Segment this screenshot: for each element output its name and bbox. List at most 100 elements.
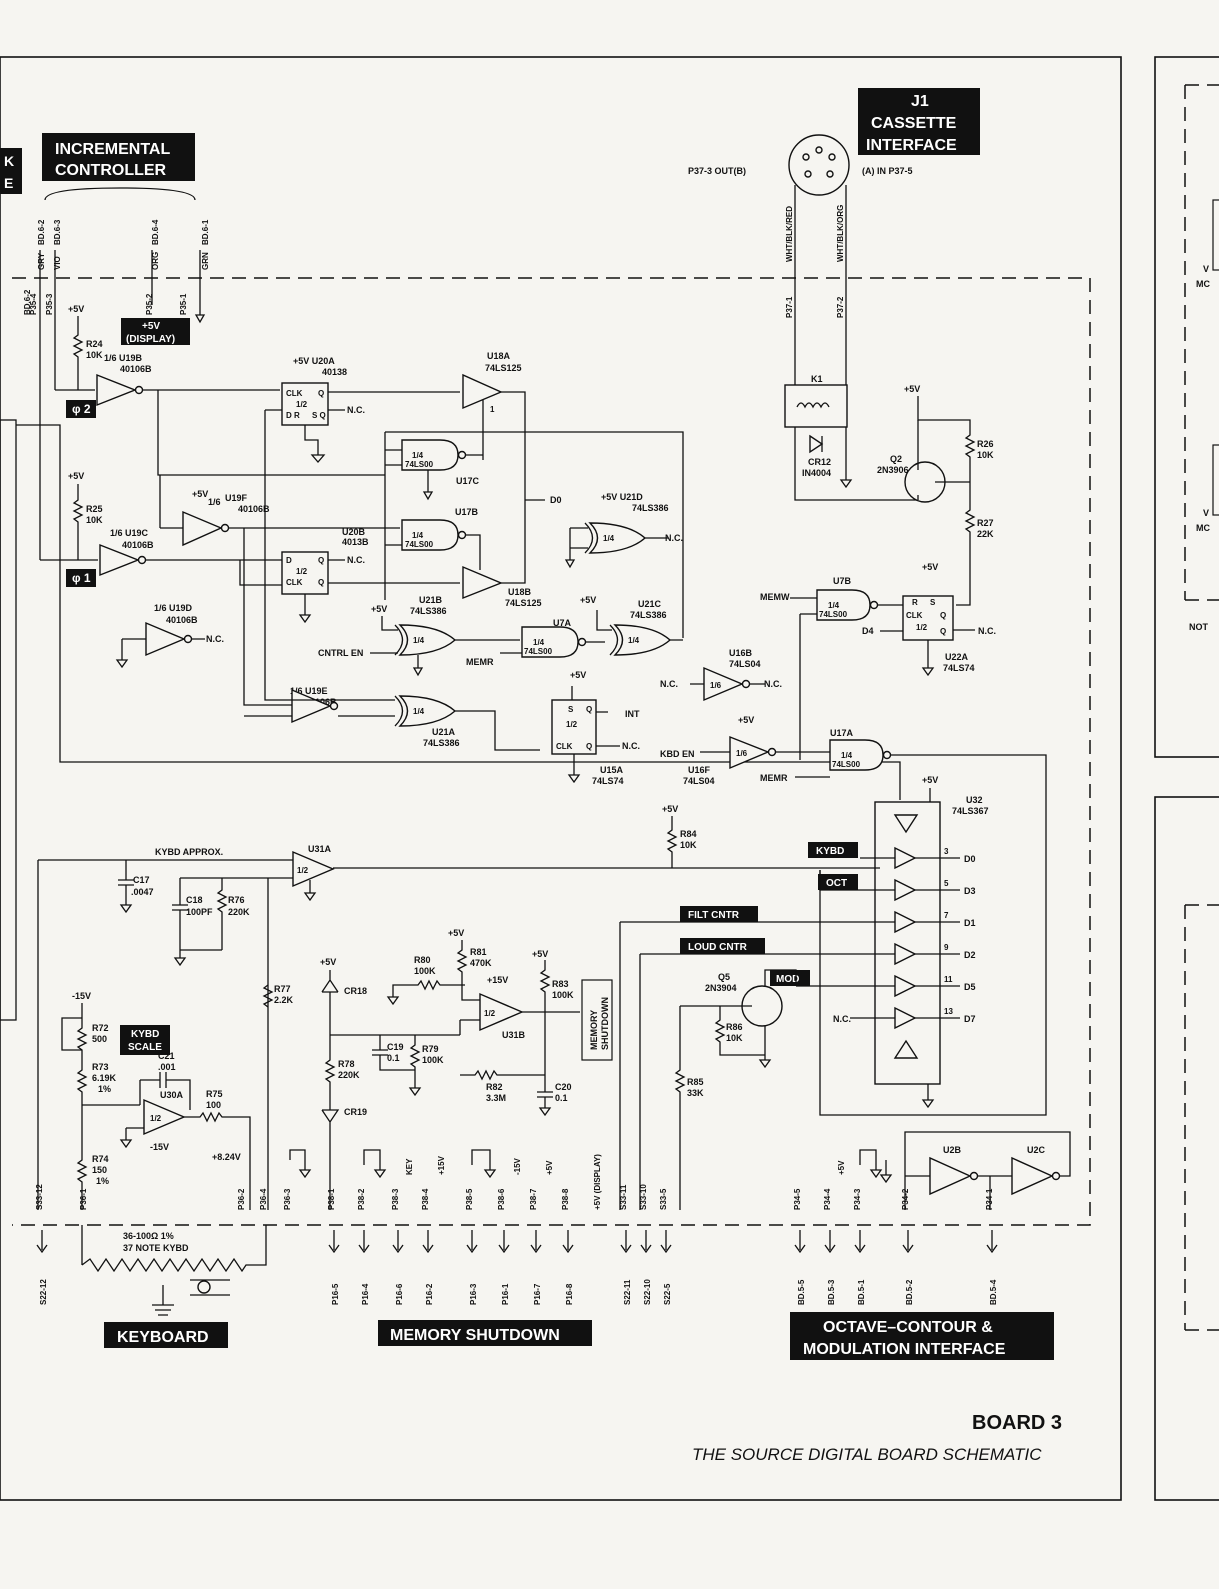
svg-text:P16-4: P16-4 xyxy=(361,1283,370,1305)
svg-text:0.1: 0.1 xyxy=(555,1093,568,1103)
svg-text:INTERFACE: INTERFACE xyxy=(866,137,957,154)
svg-text:40106B: 40106B xyxy=(166,615,198,625)
svg-text:BD.5-4: BD.5-4 xyxy=(989,1279,998,1305)
svg-text:U7B: U7B xyxy=(833,576,852,586)
u20b-flipflop xyxy=(281,551,329,595)
svg-text:N.C.: N.C. xyxy=(764,679,782,689)
svg-text:P38-3: P38-3 xyxy=(391,1188,400,1210)
svg-text:2.2K: 2.2K xyxy=(274,995,294,1005)
svg-text:-15V: -15V xyxy=(513,1157,522,1175)
svg-text:R84: R84 xyxy=(680,829,697,839)
svg-text:P34-1: P34-1 xyxy=(985,1188,994,1210)
u21b-xor xyxy=(398,624,457,656)
svg-text:100PF: 100PF xyxy=(186,907,213,917)
memory-shutdown-label-box xyxy=(581,979,613,1061)
svg-text:74LS00: 74LS00 xyxy=(832,760,861,769)
svg-text:KYBD APPROX.: KYBD APPROX. xyxy=(155,847,223,857)
svg-text:BD.6-2: BD.6-2 xyxy=(23,289,32,315)
svg-text:KBD EN: KBD EN xyxy=(660,749,695,759)
incremental-controller-box xyxy=(42,133,195,181)
svg-text:100K: 100K xyxy=(552,990,574,1000)
svg-text:R74: R74 xyxy=(92,1154,109,1164)
u2c-inverter xyxy=(1011,1156,1054,1196)
svg-text:1/6: 1/6 xyxy=(736,749,748,758)
svg-text:1/4: 1/4 xyxy=(841,751,853,760)
svg-text:500: 500 xyxy=(92,1034,107,1044)
svg-text:3.3M: 3.3M xyxy=(486,1093,506,1103)
svg-text:BD.6-3: BD.6-3 xyxy=(53,219,62,245)
svg-text:CLK: CLK xyxy=(286,578,303,587)
right-frame-top xyxy=(1154,56,1219,758)
svg-text:.0047: .0047 xyxy=(131,887,154,897)
right-cut-1: V xyxy=(1203,264,1209,274)
right-cut-2: MC xyxy=(1196,279,1210,289)
u2b-inverter xyxy=(929,1156,972,1196)
cassette-interface-box xyxy=(858,88,980,155)
svg-text:10K: 10K xyxy=(86,515,103,525)
svg-text:S22-11: S22-11 xyxy=(623,1279,632,1305)
svg-text:+5V: +5V xyxy=(448,928,464,938)
phi1-tag xyxy=(66,569,96,587)
svg-text:+5V: +5V xyxy=(371,604,387,614)
svg-text:BD.6-4: BD.6-4 xyxy=(151,219,160,245)
svg-text:1/2: 1/2 xyxy=(296,400,308,409)
svg-text:P36-4: P36-4 xyxy=(259,1188,268,1210)
kybd-scale-tag xyxy=(120,1025,170,1055)
svg-text:LOUD CNTR: LOUD CNTR xyxy=(688,942,748,953)
svg-text:74LS125: 74LS125 xyxy=(505,598,542,608)
svg-text:OCTAVE–CONTOUR &: OCTAVE–CONTOUR & xyxy=(823,1319,993,1336)
svg-text:3: 3 xyxy=(944,847,949,856)
svg-text:S Q: S Q xyxy=(312,411,326,420)
svg-text:CLK: CLK xyxy=(286,389,303,398)
oct-tag xyxy=(818,874,858,890)
svg-text:1/2: 1/2 xyxy=(150,1114,162,1123)
svg-text:MOD: MOD xyxy=(776,974,799,985)
svg-text:Q: Q xyxy=(940,611,946,620)
svg-text:+5V U20A: +5V U20A xyxy=(293,356,335,366)
right-cut-3: V xyxy=(1203,508,1209,518)
svg-text:33K: 33K xyxy=(687,1088,704,1098)
svg-text:MEMW: MEMW xyxy=(760,592,790,602)
svg-text:1%: 1% xyxy=(98,1084,111,1094)
svg-text:KYBD: KYBD xyxy=(131,1029,159,1040)
left-cut-k: K xyxy=(4,153,14,169)
svg-text:U15A: U15A xyxy=(600,765,624,775)
u21d-xor xyxy=(588,522,647,554)
svg-text:Q: Q xyxy=(318,389,324,398)
main-frame xyxy=(0,56,1122,1501)
svg-text:S33-12: S33-12 xyxy=(35,1184,44,1210)
svg-text:1/6 U19D: 1/6 U19D xyxy=(154,603,193,613)
svg-text:P38-5: P38-5 xyxy=(465,1188,474,1210)
svg-text:P34-4: P34-4 xyxy=(823,1188,832,1210)
svg-text:R79: R79 xyxy=(422,1044,439,1054)
svg-text:P16-3: P16-3 xyxy=(469,1283,478,1305)
svg-text:10K: 10K xyxy=(977,450,994,460)
svg-text:BD.5-5: BD.5-5 xyxy=(797,1279,806,1305)
svg-text:CASSETTE: CASSETTE xyxy=(871,115,957,132)
svg-text:+5V: +5V xyxy=(570,670,586,680)
bottom-connector-lower: S22-12 P16-5 P16-4 P16-6 P16-2 P16-3 P16… xyxy=(39,1279,998,1305)
svg-text:S22-5: S22-5 xyxy=(663,1283,672,1305)
board-outline xyxy=(12,277,1091,1226)
svg-text:OCT: OCT xyxy=(826,878,847,889)
svg-text:U16B: U16B xyxy=(729,648,753,658)
svg-text:+5V: +5V xyxy=(68,304,84,314)
svg-text:P34-2: P34-2 xyxy=(901,1188,910,1210)
phi2-tag xyxy=(66,400,96,418)
svg-text:φ 1: φ 1 xyxy=(72,571,91,585)
svg-text:R76: R76 xyxy=(228,895,245,905)
svg-text:SCALE: SCALE xyxy=(128,1042,162,1053)
svg-text:74LS74: 74LS74 xyxy=(943,663,975,673)
board-title: BOARD 3 xyxy=(972,1412,1063,1434)
svg-text:INT: INT xyxy=(625,709,640,719)
u19c-gate xyxy=(99,543,140,577)
loud-cntr-tag xyxy=(680,938,765,954)
svg-text:Q: Q xyxy=(586,742,592,751)
svg-text:KEYBOARD: KEYBOARD xyxy=(117,1329,209,1346)
svg-text:1/4: 1/4 xyxy=(828,601,840,610)
svg-text:U19F: U19F xyxy=(225,493,248,503)
right-inner-dashed-bottom xyxy=(1184,904,1219,1331)
svg-text:Q: Q xyxy=(318,578,324,587)
svg-text:U18B: U18B xyxy=(508,587,532,597)
svg-text:+5V: +5V xyxy=(904,384,920,394)
